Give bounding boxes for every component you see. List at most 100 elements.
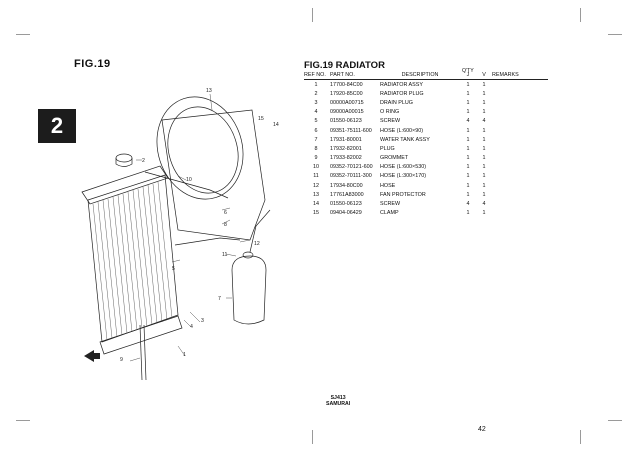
model-code: SJ413 — [330, 395, 346, 401]
table-cell-desc: WATER TANK ASSY — [380, 136, 430, 143]
crop-mark — [312, 430, 313, 444]
table-cell-remarks — [492, 172, 548, 181]
table-cell-v: 1 — [482, 182, 486, 189]
callout-1: 1 — [183, 352, 186, 358]
qty-header: Q'TY — [462, 68, 474, 74]
table-cell-desc: HOSE (L:600×530) — [380, 164, 426, 171]
table-cell-desc: HOSE — [380, 182, 396, 189]
callout-8: 8 — [224, 222, 227, 228]
table-cell-j: 1 — [466, 136, 470, 143]
table-cell-desc: FAN PROTECTOR — [380, 191, 426, 198]
table-cell-part: 01550-06123 — [330, 118, 362, 125]
table-cell-part: 09352-70111-300 — [330, 173, 372, 180]
leader-lines — [129, 93, 251, 362]
table-cell-j: 1 — [466, 173, 470, 180]
callout-13: 13 — [206, 88, 212, 94]
page-number: 42 — [478, 426, 486, 433]
radiator-top-tank — [81, 165, 169, 205]
table-cell-remarks — [492, 80, 548, 90]
hose-10 — [144, 171, 229, 199]
callout-5: 5 — [172, 266, 175, 272]
table-cell-remarks — [492, 209, 548, 218]
callout-9: 9 — [120, 357, 123, 363]
parts-table-header: REF NO. PART NO. DESCRIPTION J V REMARKS — [304, 72, 548, 80]
callout-11: 11 — [222, 252, 227, 258]
chapter-tab: 2 — [38, 109, 76, 143]
table-cell-ref: 4 — [314, 109, 318, 116]
table-cell-part: 01550-06123 — [330, 201, 362, 208]
table-cell-ref: 11 — [313, 173, 319, 180]
table-cell-part: 17934-80C00 — [330, 182, 363, 189]
table-cell-part: 17920-85C00 — [330, 90, 363, 97]
table-cell-j: 1 — [466, 191, 470, 198]
callout-4: 4 — [190, 324, 193, 330]
table-cell-part: 09352-70121-600 — [330, 164, 373, 171]
hose-11 — [174, 237, 241, 246]
table-cell-ref: 1 — [314, 81, 318, 88]
table-cell-part: 17932-82001 — [330, 145, 362, 152]
table-cell-ref: 13 — [313, 191, 319, 198]
table-cell-desc: GROMMET — [380, 155, 409, 162]
table-cell-v: 4 — [482, 118, 486, 125]
fan-protector-inner — [167, 106, 239, 194]
table-cell-desc: RADIATOR ASSY — [380, 81, 423, 88]
header-part: PART NO. — [328, 72, 380, 80]
table-cell-remarks — [492, 126, 548, 135]
crop-mark — [16, 420, 30, 421]
shroud-frame — [161, 109, 266, 241]
callout-2: 2 — [142, 158, 145, 164]
table-cell-v: 1 — [482, 90, 486, 97]
front-arrow-icon — [84, 350, 100, 362]
table-cell-j: 1 — [466, 210, 470, 217]
table-cell-v: 1 — [482, 109, 486, 116]
table-cell-v: 1 — [482, 173, 486, 180]
table-cell-desc: DRAIN PLUG — [380, 99, 413, 106]
parts-table: REF NO. PART NO. DESCRIPTION J V REMARKS… — [304, 72, 548, 218]
table-cell-desc: O RING — [380, 109, 400, 116]
table-cell-remarks — [492, 108, 548, 117]
header-j: J — [460, 72, 476, 80]
table-cell-v: 1 — [482, 191, 486, 198]
table-cell-ref: 6 — [314, 127, 318, 134]
callout-14: 14 — [273, 122, 279, 128]
crop-mark — [608, 420, 622, 421]
table-cell-ref: 12 — [313, 182, 319, 189]
table-cell-part: 00000A00715 — [330, 99, 364, 106]
radiator-diagram: 1 2 3 4 5 6 7 8 9 10 11 12 13 14 15 — [81, 88, 279, 381]
table-cell-j: 1 — [466, 155, 470, 162]
table-cell-desc: SCREW — [380, 201, 401, 208]
callout-7: 7 — [218, 296, 221, 302]
water-tank — [231, 255, 267, 325]
table-cell-ref: 3 — [314, 99, 318, 106]
table-cell-j: 1 — [466, 164, 470, 171]
crop-mark — [16, 34, 30, 35]
table-cell-ref: 10 — [313, 164, 319, 171]
table-cell-part: 09351-75111-600 — [330, 127, 372, 134]
callout-12: 12 — [254, 241, 260, 247]
table-cell-remarks — [492, 89, 548, 98]
table-cell-j: 1 — [466, 127, 470, 134]
model-label: SAMURAI — [326, 401, 351, 407]
table-cell-remarks — [492, 163, 548, 172]
model-name: SJ413 SAMURAI — [326, 395, 350, 407]
figure-title: FIG.19 RADIATOR — [304, 60, 385, 71]
table-cell-ref: 5 — [314, 118, 318, 125]
table-cell-j: 1 — [466, 81, 470, 88]
table-cell-remarks — [492, 117, 548, 126]
header-ref: REF NO. — [304, 72, 328, 80]
table-cell-ref: 9 — [314, 155, 318, 162]
table-cell-j: 4 — [466, 201, 470, 208]
table-cell-ref: 7 — [314, 136, 318, 143]
table-cell-remarks — [492, 98, 548, 107]
table-cell-ref: 15 — [313, 210, 319, 217]
radiator-core — [87, 174, 179, 343]
